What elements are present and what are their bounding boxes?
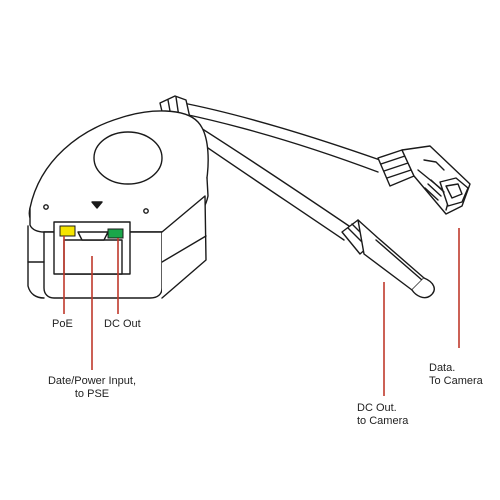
- dc-out-led: [107, 228, 124, 239]
- cable-data: [177, 101, 381, 173]
- data-camera-label: Data. To Camera: [429, 362, 483, 388]
- dc-out-label: DC Out: [104, 318, 141, 331]
- power-input-label-line1: Date/Power Input,: [47, 375, 137, 387]
- rj45-plug: [377, 145, 471, 215]
- dc-out-camera-label-line2: to Camera: [357, 415, 409, 427]
- power-input-label-line2: to PSE: [74, 388, 110, 400]
- poe-label: PoE: [52, 318, 73, 331]
- triangle-down-icon: [91, 201, 103, 209]
- dc-barrel-plug: [341, 219, 435, 299]
- dc-out-label-text: DC Out: [104, 318, 141, 330]
- housing-screw-left: [43, 204, 49, 210]
- data-camera-label-line2: To Camera: [429, 375, 483, 387]
- housing: [27, 110, 209, 299]
- poe-label-text: PoE: [52, 318, 73, 330]
- housing-top-dome: [93, 131, 163, 185]
- power-input-label: Date/Power Input, to PSE: [44, 375, 140, 401]
- dc-out-camera-label: DC Out. to Camera: [357, 402, 408, 428]
- data-camera-label-line1: Data.: [429, 362, 456, 374]
- poe-led: [59, 225, 76, 237]
- housing-screw-right: [143, 208, 149, 214]
- dc-out-camera-label-line1: DC Out.: [357, 402, 397, 414]
